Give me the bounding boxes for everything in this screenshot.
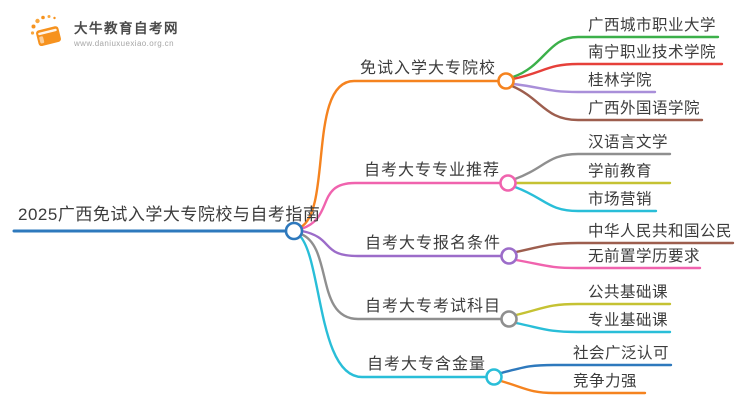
- branch-node-circle: [497, 72, 515, 90]
- book-logo-icon: [30, 15, 61, 47]
- leaf-topic-label: 竞争力强: [573, 373, 638, 390]
- branch-node-circle: [500, 247, 518, 265]
- leaf-topic-label: 公共基础课: [588, 284, 669, 301]
- branch-connector: [300, 229, 503, 258]
- site-logo-title: 大牛教育自考网: [74, 20, 179, 36]
- leaf-connector: [513, 185, 658, 213]
- leaf-topic-label: 市场营销: [588, 191, 653, 208]
- leaf-connector: [511, 35, 720, 79]
- leaf-connector: [514, 258, 702, 270]
- leaf-connector: [513, 152, 672, 181]
- leaf-connector: [514, 302, 672, 317]
- leaf-topic-label: 广西城市职业大学: [588, 17, 717, 34]
- leaf-topic-label: 广西外国语学院: [588, 100, 701, 117]
- branch-node-circle: [500, 310, 518, 328]
- branch-node-circle: [485, 368, 503, 386]
- leaf-connector: [514, 241, 735, 254]
- leaf-connector: [511, 62, 724, 81]
- branch-node-circle: [499, 174, 517, 192]
- site-logo: 大牛教育自考网 www.daniuxuexiao.org.cn: [28, 13, 179, 51]
- leaf-topic-label: 学前教育: [588, 163, 653, 180]
- leaf-topic-label: 专业基础课: [588, 312, 669, 329]
- branch-topic-label: 自考大专考试科目: [364, 298, 501, 315]
- branch-connector: [299, 181, 502, 231]
- root-node-circle: [284, 221, 304, 241]
- branch-connector: [298, 234, 488, 379]
- branch-topic-label: 免试入学大专院校: [359, 60, 496, 77]
- branch-topic-label: 自考大专专业推荐: [363, 162, 500, 179]
- leaf-topic-label: 南宁职业技术学院: [588, 44, 717, 61]
- root-topic-label: 2025广西免试入学大专院校与自考指南: [18, 205, 321, 224]
- branch-topic-label: 自考大专含金量: [366, 356, 486, 373]
- leaf-connector: [499, 379, 647, 395]
- branch-connector: [299, 232, 503, 321]
- leaf-topic-label: 无前置学历要求: [588, 248, 701, 265]
- branch-topic-label: 自考大专报名条件: [364, 235, 501, 252]
- leaf-connector: [499, 363, 673, 375]
- branch-connector: [299, 79, 500, 229]
- leaf-topic-label: 社会广泛认可: [573, 345, 670, 362]
- leaf-connector: [510, 84, 704, 122]
- leaf-connector: [514, 321, 672, 334]
- leaf-topic-label: 中华人民共和国公民: [588, 223, 733, 240]
- leaf-connector: [512, 82, 657, 94]
- leaf-topic-label: 汉语言文学: [588, 134, 669, 151]
- site-logo-url: www.daniuxuexiao.org.cn: [74, 38, 174, 48]
- leaf-topic-label: 桂林学院: [588, 72, 653, 89]
